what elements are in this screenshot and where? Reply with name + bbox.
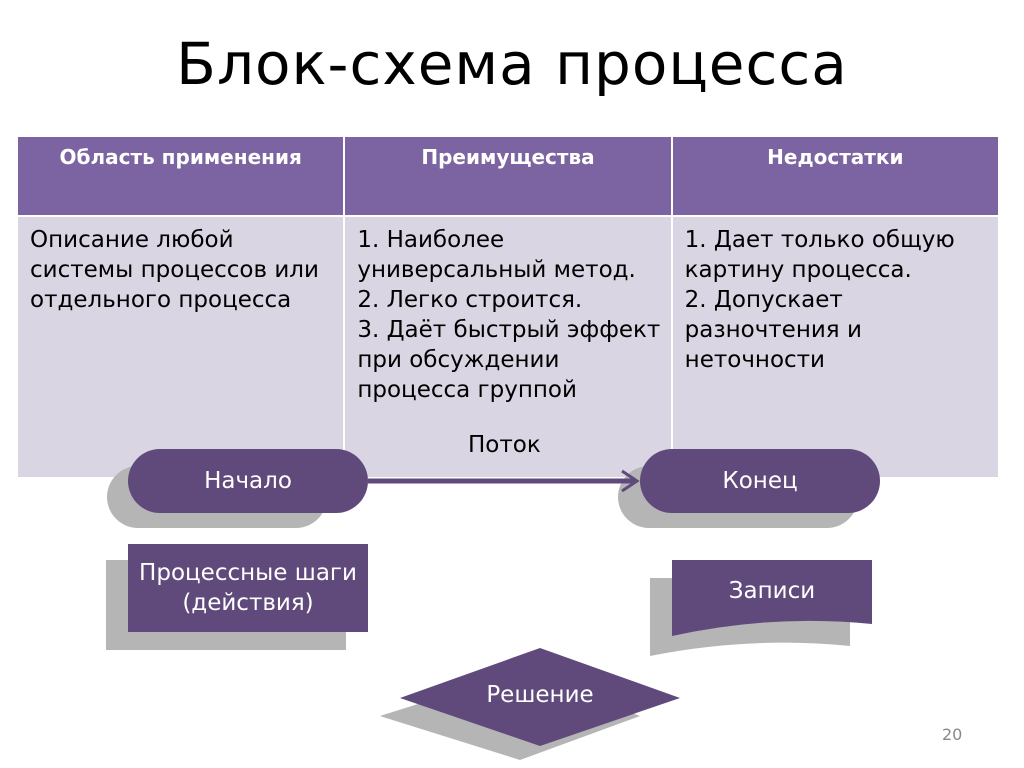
- header-disadvantages: Недостатки: [670, 135, 1001, 217]
- table-row: Описание любой системы процессов или отд…: [15, 215, 1001, 479]
- header-advantages: Преимущества: [343, 135, 673, 217]
- start-terminator: Начало: [128, 449, 368, 513]
- cell-disadvantages: 1. Дает только общую картину процесса. 2…: [670, 215, 1001, 479]
- records-label: Записи: [728, 578, 816, 604]
- table-header-row: Область применения Преимущества Недостат…: [15, 135, 1001, 217]
- slide-title: Блок-схема процесса: [176, 30, 848, 98]
- decision-label: Решение: [486, 682, 594, 708]
- header-application-area: Область применения: [15, 135, 346, 217]
- process-box: Процессные шаги (действия): [128, 544, 368, 632]
- end-terminator: Конец: [640, 449, 880, 513]
- page-number: 20: [942, 725, 963, 744]
- cell-advantages: 1. Наиболее универсальный метод. 2. Легк…: [343, 215, 673, 479]
- flow-label: Поток: [468, 432, 541, 458]
- comparison-table: Область применения Преимущества Недостат…: [15, 135, 1001, 479]
